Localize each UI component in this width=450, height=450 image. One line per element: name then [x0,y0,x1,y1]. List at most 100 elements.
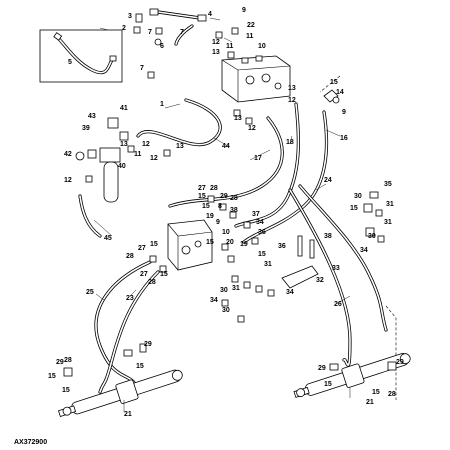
callout-label: 15 [136,363,144,370]
callout-label: 11 [246,33,254,40]
callout-label: 13 [288,85,296,92]
callout-label: 29 [144,341,152,348]
callout-label: 28 [210,185,218,192]
callout-label: 29 [318,365,326,372]
leader-lines [93,17,351,412]
top-fittings [133,8,239,79]
callout-label: 15 [324,381,332,388]
callout-label: 4 [208,11,212,18]
callout-label: 34 [360,247,368,254]
callout-label: 14 [336,89,344,96]
callout-label: 20 [226,239,234,246]
callout-label: 44 [222,143,230,150]
callout-label: 25 [86,289,94,296]
callout-label: 27 [198,185,206,192]
callout-label: 13 [120,141,128,148]
callout-label: 6 [160,43,164,50]
callout-label: 28 [148,279,156,286]
guide-lines [319,75,397,400]
filter-assembly [75,117,171,203]
callout-label: 9 [216,219,220,226]
callout-label: 11 [226,43,234,50]
callout-label: 36 [278,243,286,250]
callout-label: 15 [202,203,210,210]
callout-label: 10 [222,229,230,236]
callout-label: 29 [396,359,404,366]
callout-label: 26 [334,301,342,308]
callout-label: 40 [118,163,126,170]
figure-id: AX372900 [14,439,47,446]
callout-label: 29 [56,359,64,366]
top-valve-block [221,51,291,125]
callout-label: 5 [68,59,72,66]
callout-label: 17 [254,155,262,162]
callout-label: 15 [62,387,70,394]
callout-label: 13 [212,49,220,56]
callout-label: 11 [134,151,142,158]
callout-label: 43 [88,113,96,120]
callout-label: 36 [258,229,266,236]
callout-label: 9 [242,7,246,14]
callout-label: 12 [64,177,72,184]
callout-label: 15 [48,373,56,380]
callout-label: 7 [148,29,152,36]
callout-label: 16 [340,135,348,142]
callout-labels: 4 3 2 7 6 7 9 22 11 10 12 11 13 5 7 15 1… [14,7,404,446]
callout-label: 30 [354,193,362,200]
callout-label: 31 [232,285,240,292]
callout-label: 28 [230,195,238,202]
elbow-fitting [323,89,340,104]
callout-label: 12 [150,155,158,162]
callout-label: 3 [128,13,132,20]
callout-label: 15 [258,251,266,258]
callout-label: 18 [286,139,294,146]
callout-label: 29 [220,193,228,200]
callout-label: 41 [120,105,128,112]
callout-label: 15 [160,271,168,278]
callout-label: 21 [124,411,132,418]
callout-label: 24 [324,177,332,184]
callout-label: 7 [180,29,184,36]
callout-label: 1 [160,101,164,108]
callout-label: 15 [150,241,158,248]
callout-label: 34 [210,297,218,304]
callout-label: 31 [386,201,394,208]
callout-label: 7 [140,65,144,72]
callout-label: 9 [342,109,346,116]
callout-label: 27 [140,271,148,278]
callout-label: 30 [220,287,228,294]
callout-label: 12 [248,125,256,132]
callout-label: 30 [222,307,230,314]
callout-label: 15 [206,239,214,246]
callout-label: 21 [366,399,374,406]
callout-label: 31 [384,219,392,226]
hoses [78,98,388,394]
callout-label: 37 [252,211,260,218]
callout-label: 15 [372,389,380,396]
left-cylinder [57,343,183,417]
callout-label: 33 [332,265,340,272]
callout-label: 15 [350,205,358,212]
callout-label: 19 [240,241,248,248]
inset-box [39,29,123,83]
callout-label: 27 [138,245,146,252]
callout-label: 38 [230,207,238,214]
callout-label: 34 [286,289,294,296]
callout-label: 28 [388,391,396,398]
right-bracket [221,191,385,323]
callout-label: 35 [384,181,392,188]
callout-label: 19 [206,213,214,220]
callout-label: 32 [316,277,324,284]
callout-label: 28 [64,357,72,364]
callout-label: 39 [82,125,90,132]
callout-label: 13 [176,143,184,150]
callout-label: 15 [330,79,338,86]
callout-label: 22 [247,22,255,29]
callout-label: 12 [212,39,220,46]
callout-label: 15 [198,193,206,200]
right-cylinder [293,353,411,398]
callout-label: 12 [288,97,296,104]
callout-label: 8 [218,203,222,210]
